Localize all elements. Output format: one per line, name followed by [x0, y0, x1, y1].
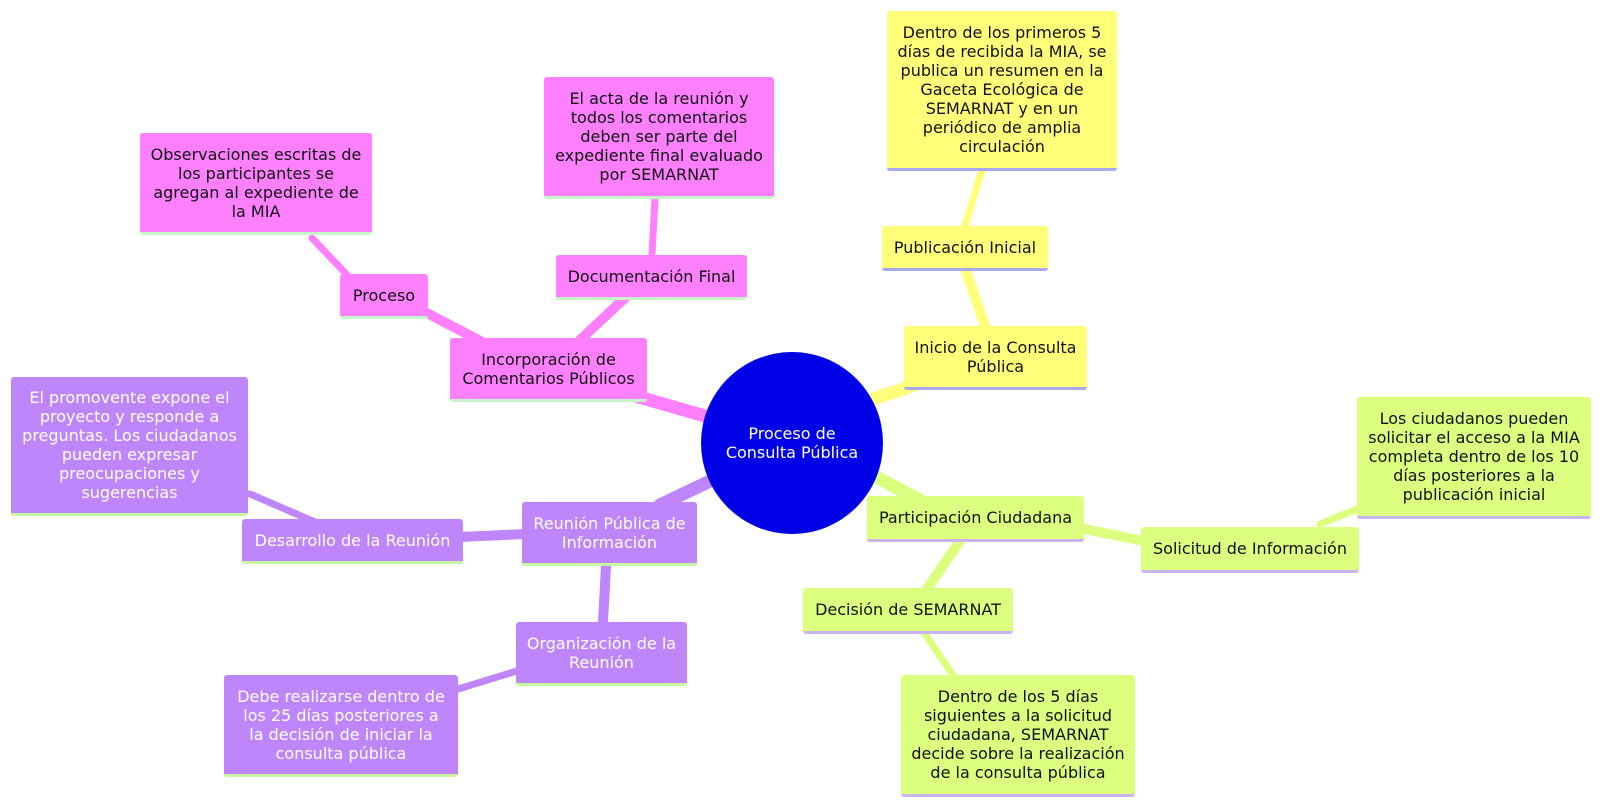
edge-documentacion-detail: [648, 194, 659, 259]
edge-reunion-desarrollo: [455, 529, 530, 542]
node-inicio-consulta[interactable]: Inicio de la Consulta Pública: [904, 326, 1087, 390]
node-incorporacion-comentarios[interactable]: Incorporación de Comentarios Públicos: [450, 338, 647, 402]
node-desarrollo-reunion[interactable]: Desarrollo de la Reunión: [242, 519, 463, 564]
detail-publicacion-inicial: Dentro de los primeros 5 días de recibid…: [887, 11, 1117, 171]
edge-publicacion-detail: [961, 166, 986, 230]
detail-proceso: Observaciones escritas de los participan…: [140, 133, 372, 235]
node-documentacion-final[interactable]: Documentación Final: [556, 255, 747, 300]
edge-root-reunion: [653, 475, 715, 512]
edge-inicio-publicacion: [960, 263, 990, 331]
edge-decision-detail: [921, 630, 959, 682]
edge-participacion-solicitud: [1075, 523, 1153, 547]
node-reunion-publica[interactable]: Reunión Pública de Información: [522, 502, 697, 566]
node-participacion-ciudadana[interactable]: Participación Ciudadana: [867, 496, 1084, 542]
detail-organizacion-reunion: Debe realizarse dentro de los 25 días po…: [224, 675, 458, 777]
detail-documentacion-final: El acta de la reunión y todos los coment…: [544, 77, 774, 199]
node-organizacion-reunion[interactable]: Organización de la Reunión: [516, 622, 687, 686]
node-proceso[interactable]: Proceso: [340, 274, 428, 319]
detail-desarrollo-reunion: El promovente expone el proyecto y respo…: [11, 377, 248, 516]
node-decision-semarnat[interactable]: Decisión de SEMARNAT: [803, 588, 1013, 634]
edge-reunion-organizacion: [598, 561, 611, 627]
edge-desarrollo-detail: [246, 490, 319, 526]
edge-incorporacion-documentacion: [575, 290, 633, 345]
detail-decision-semarnat: Dentro de los 5 días siguientes a la sol…: [901, 675, 1135, 797]
node-solicitud-informacion[interactable]: Solicitud de Información: [1141, 527, 1359, 573]
detail-solicitud-informacion: Los ciudadanos pueden solicitar el acces…: [1357, 397, 1591, 519]
edge-organizacion-detail: [451, 666, 524, 694]
root-node[interactable]: Proceso de Consulta Pública: [701, 352, 883, 534]
edge-participacion-decision: [920, 533, 967, 597]
edge-proceso-detail: [308, 234, 354, 282]
node-publicacion-inicial[interactable]: Publicación Inicial: [882, 226, 1048, 271]
